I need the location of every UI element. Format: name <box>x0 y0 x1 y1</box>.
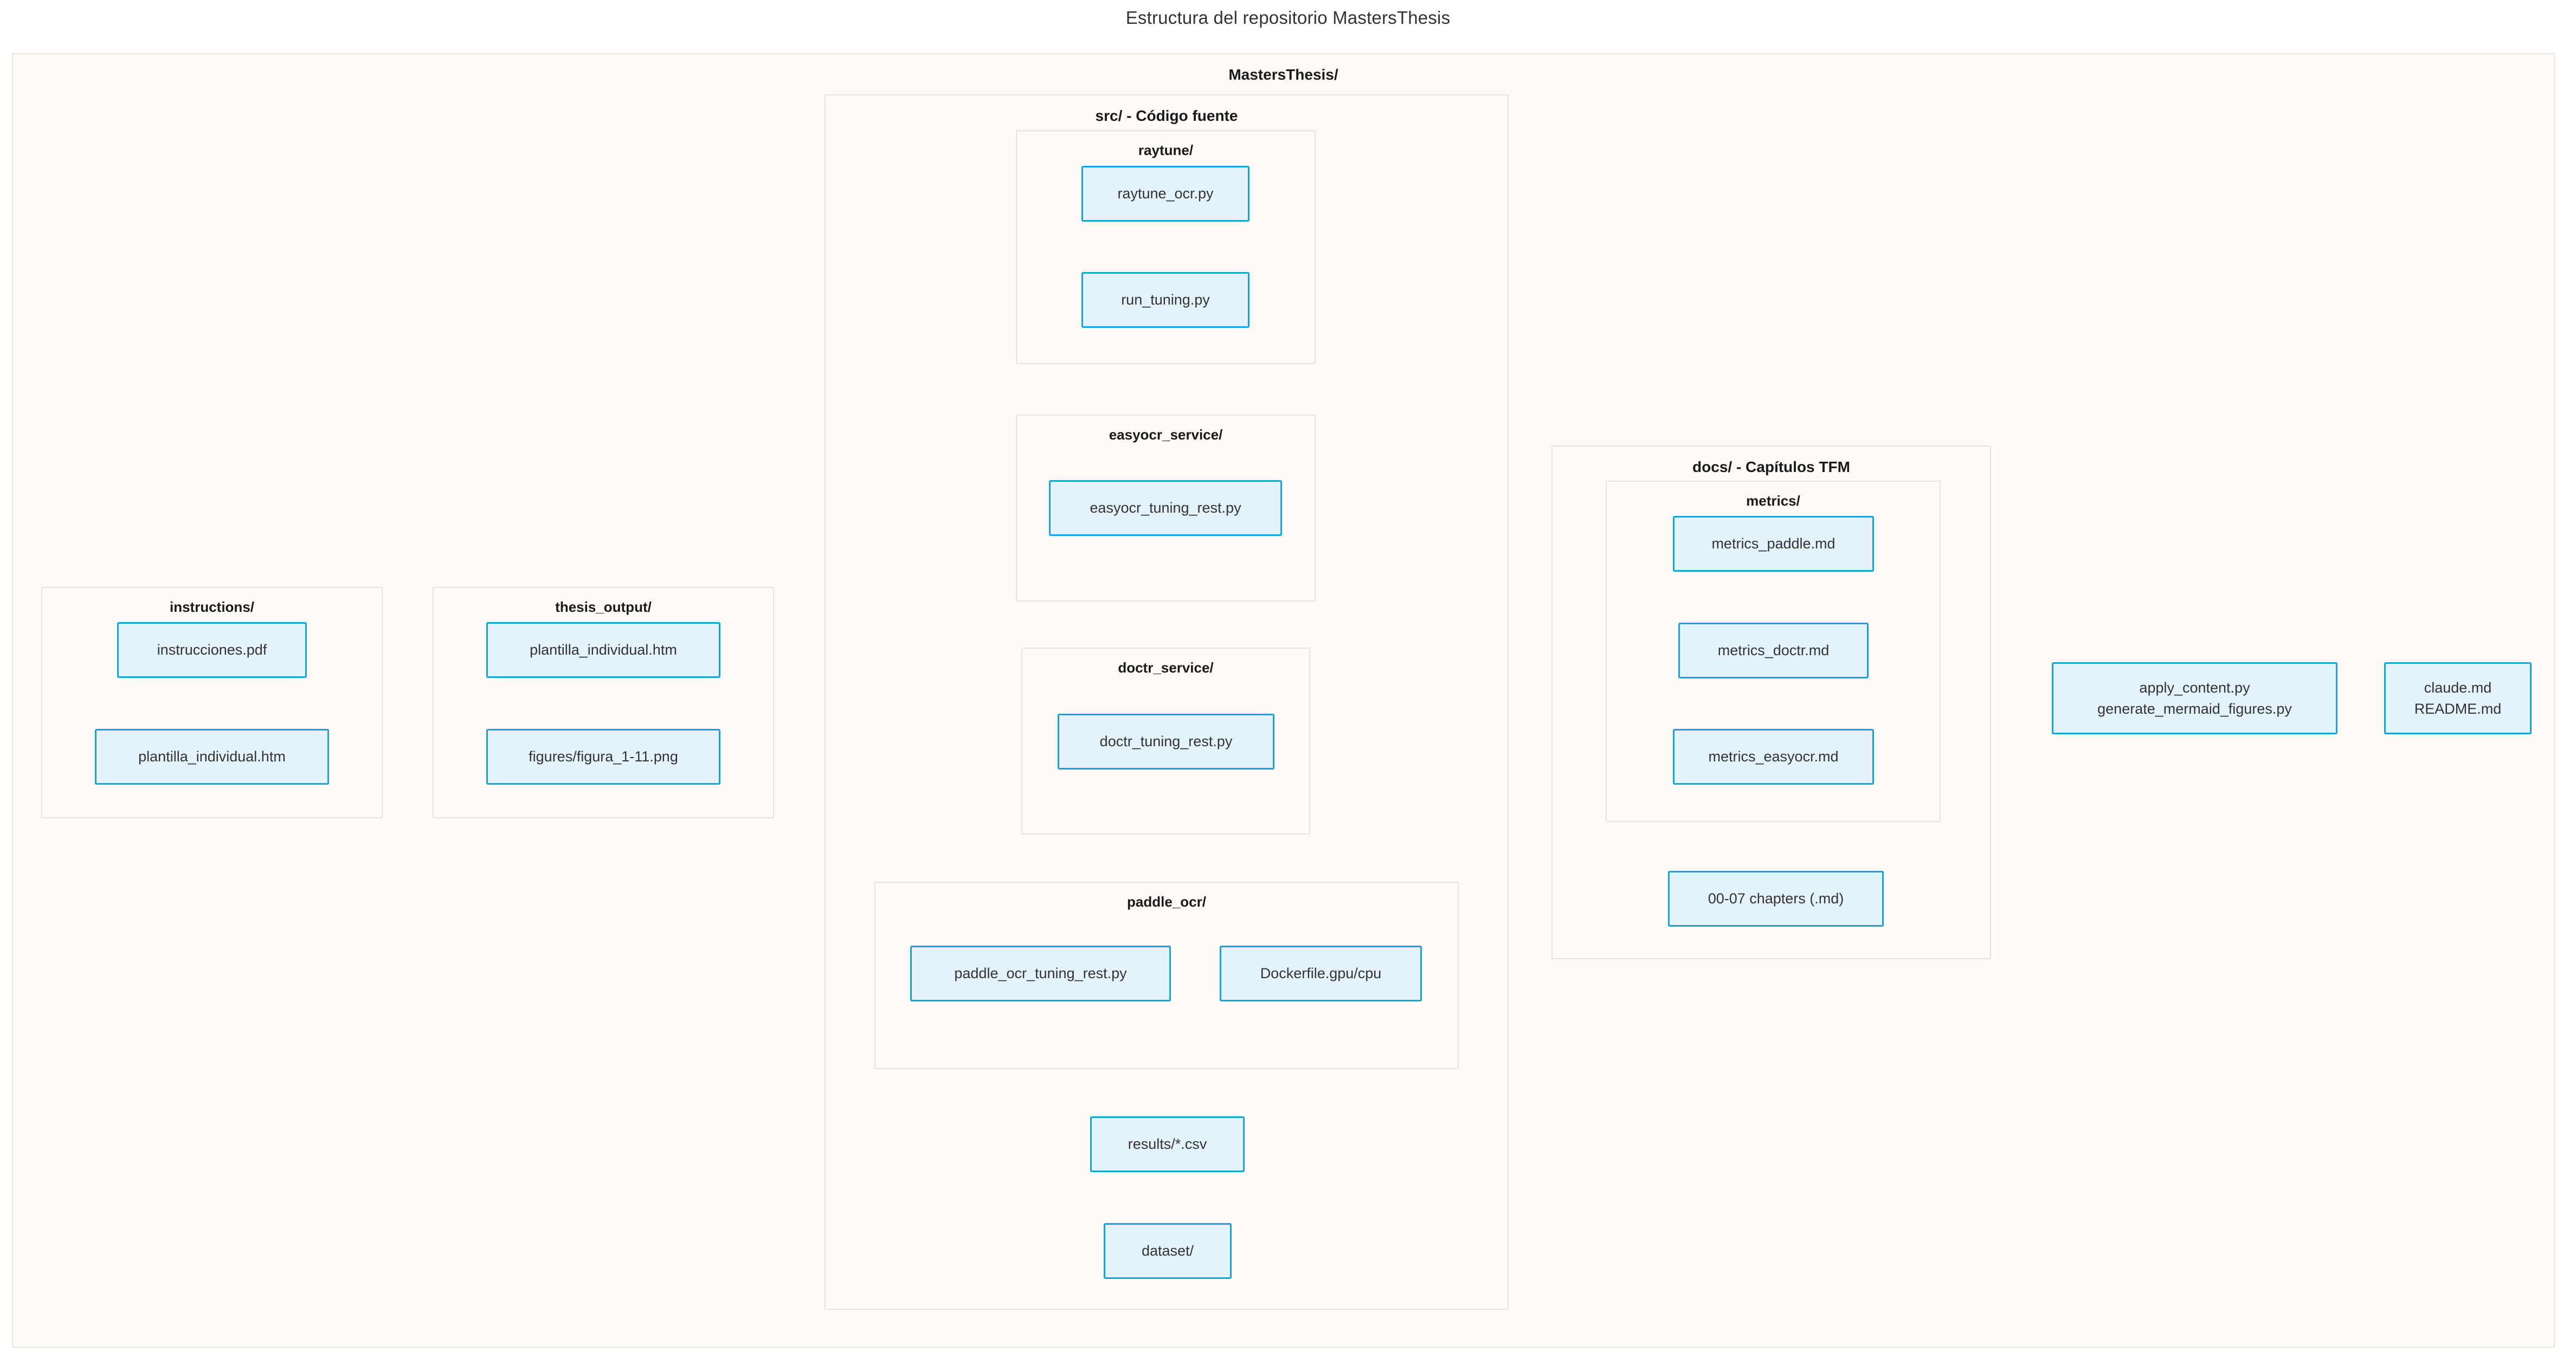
cluster-label-docs: docs/ - Capítulos TFM <box>1692 458 1850 475</box>
node-paddle-ocr-tuning-rest-py[interactable]: paddle_ocr_tuning_rest.py <box>910 946 1171 1001</box>
node-instrucciones-pdf[interactable]: instrucciones.pdf <box>117 622 307 678</box>
node-metrics-doctr-md[interactable]: metrics_doctr.md <box>1678 623 1869 678</box>
node-doctr-tuning-rest-py[interactable]: doctr_tuning_rest.py <box>1058 714 1274 770</box>
node-dataset[interactable]: dataset/ <box>1104 1223 1232 1279</box>
node-readme[interactable]: claude.md README.md <box>2384 662 2532 734</box>
node-figures-figura-png[interactable]: figures/figura_1-11.png <box>486 729 720 785</box>
node-scripts[interactable]: apply_content.py generate_mermaid_figure… <box>2052 662 2337 734</box>
node-label: dataset/ <box>1141 1243 1194 1259</box>
cluster-label-paddle-ocr: paddle_ocr/ <box>1127 894 1206 910</box>
node-label: metrics_paddle.md <box>1711 535 1836 552</box>
node-label: run_tuning.py <box>1121 292 1210 308</box>
cluster-label-raytune: raytune/ <box>1138 142 1194 158</box>
node-label: figures/figura_1-11.png <box>529 748 678 765</box>
node-plantilla-individual-instructions[interactable]: plantilla_individual.htm <box>95 729 329 785</box>
cluster-label-easyocr-service: easyocr_service/ <box>1109 426 1223 443</box>
node-label-line1: apply_content.py <box>2139 680 2250 696</box>
node-label-line1: claude.md <box>2424 680 2492 696</box>
node-label: plantilla_individual.htm <box>138 748 286 765</box>
node-results-csv[interactable]: results/*.csv <box>1090 1116 1245 1172</box>
node-label-line2: generate_mermaid_figures.py <box>2097 700 2292 717</box>
node-label: 00-07 chapters (.md) <box>1708 890 1844 907</box>
node-label-line2: README.md <box>2414 700 2502 717</box>
node-plantilla-individual-thesis[interactable]: plantilla_individual.htm <box>486 622 720 678</box>
node-label: Dockerfile.gpu/cpu <box>1260 965 1382 982</box>
node-label: easyocr_tuning_rest.py <box>1090 500 1241 516</box>
cluster-label-instructions: instructions/ <box>169 599 254 615</box>
node-label: doctr_tuning_rest.py <box>1099 733 1233 750</box>
node-metrics-paddle-md[interactable]: metrics_paddle.md <box>1673 516 1874 572</box>
node-chapters-md[interactable]: 00-07 chapters (.md) <box>1668 871 1884 927</box>
node-dockerfile-gpu-cpu[interactable]: Dockerfile.gpu/cpu <box>1220 946 1422 1001</box>
cluster-label-src: src/ - Código fuente <box>1095 107 1238 124</box>
node-easyocr-tuning-rest-py[interactable]: easyocr_tuning_rest.py <box>1049 480 1282 536</box>
cluster-raytune: raytune/ <box>1016 130 1316 364</box>
cluster-label-thesis-output: thesis_output/ <box>555 599 652 615</box>
page-title: Estructura del repositorio MastersThesis <box>1125 8 1451 28</box>
node-label: instrucciones.pdf <box>157 642 267 658</box>
node-run-tuning-py[interactable]: run_tuning.py <box>1081 272 1250 328</box>
node-label: plantilla_individual.htm <box>530 642 677 658</box>
cluster-label-metrics: metrics/ <box>1746 493 1800 509</box>
cluster-label-masters-thesis: MastersThesis/ <box>1228 66 1338 83</box>
node-label: results/*.csv <box>1128 1136 1207 1153</box>
node-label: raytune_ocr.py <box>1117 185 1214 202</box>
cluster-label-doctr-service: doctr_service/ <box>1118 660 1214 676</box>
node-label: metrics_doctr.md <box>1717 642 1830 659</box>
node-label: paddle_ocr_tuning_rest.py <box>954 965 1127 982</box>
node-metrics-easyocr-md[interactable]: metrics_easyocr.md <box>1673 729 1874 785</box>
node-label: metrics_easyocr.md <box>1708 748 1839 765</box>
node-raytune-ocr-py[interactable]: raytune_ocr.py <box>1081 166 1250 222</box>
